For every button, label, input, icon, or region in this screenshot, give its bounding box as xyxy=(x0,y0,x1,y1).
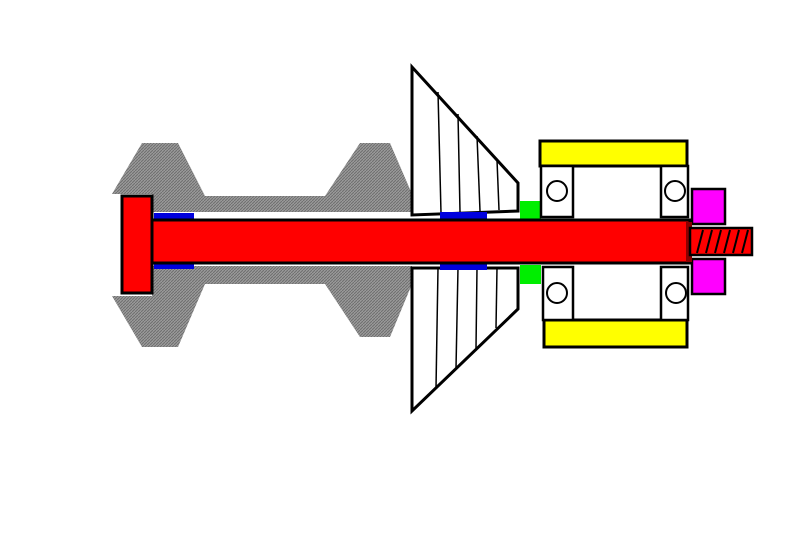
thread-line xyxy=(714,229,722,254)
spacer xyxy=(520,201,541,284)
thread-line xyxy=(705,229,713,254)
spacer-upper xyxy=(520,201,541,220)
threaded-end xyxy=(688,226,754,257)
bushing-gear-lower xyxy=(440,263,487,270)
ball-bearing xyxy=(541,265,575,322)
bevel-gear-tooth-line xyxy=(475,267,478,349)
nut xyxy=(690,187,727,296)
bushing-hub-lower xyxy=(154,262,194,269)
bearing-housing-lower xyxy=(542,318,689,349)
wheel-hub xyxy=(112,143,412,347)
bevel-gear-tooth-line xyxy=(457,113,461,213)
bearing-housing-upper xyxy=(538,139,689,168)
bushing xyxy=(154,212,487,270)
ball-bearings xyxy=(539,164,690,322)
bevel-gear-tooth-line xyxy=(495,267,498,329)
shaft xyxy=(120,194,692,295)
ball-bearing xyxy=(659,164,690,219)
bevel-gear-tooth-line xyxy=(455,267,459,369)
spacer-lower xyxy=(520,265,541,284)
thread-line xyxy=(723,229,731,254)
bushing-hub-upper xyxy=(154,213,194,220)
ball-bearing xyxy=(659,265,690,322)
wheel-hub-upper xyxy=(112,143,412,212)
ball-bearing xyxy=(539,164,575,219)
wheel-hub-lower xyxy=(112,266,412,347)
bevel-gear-tooth-line xyxy=(496,159,500,211)
thread-line xyxy=(696,229,704,254)
bevel-gear-tooth-line xyxy=(435,267,439,389)
thread-line xyxy=(732,229,740,254)
nut-lower xyxy=(690,257,727,296)
bearing-housing xyxy=(538,139,689,349)
bevel-gear-lower xyxy=(410,266,520,415)
bushing-gear-upper xyxy=(440,212,487,219)
bevel-gear xyxy=(410,63,520,415)
thread-line xyxy=(741,229,749,254)
bevel-gear-tooth-line xyxy=(437,91,442,214)
shaft-body xyxy=(148,218,692,265)
shaft-head xyxy=(120,194,154,295)
nut-upper xyxy=(690,187,727,226)
bevel-gear-upper xyxy=(410,63,520,217)
bevel-gear-tooth-line xyxy=(476,135,481,212)
